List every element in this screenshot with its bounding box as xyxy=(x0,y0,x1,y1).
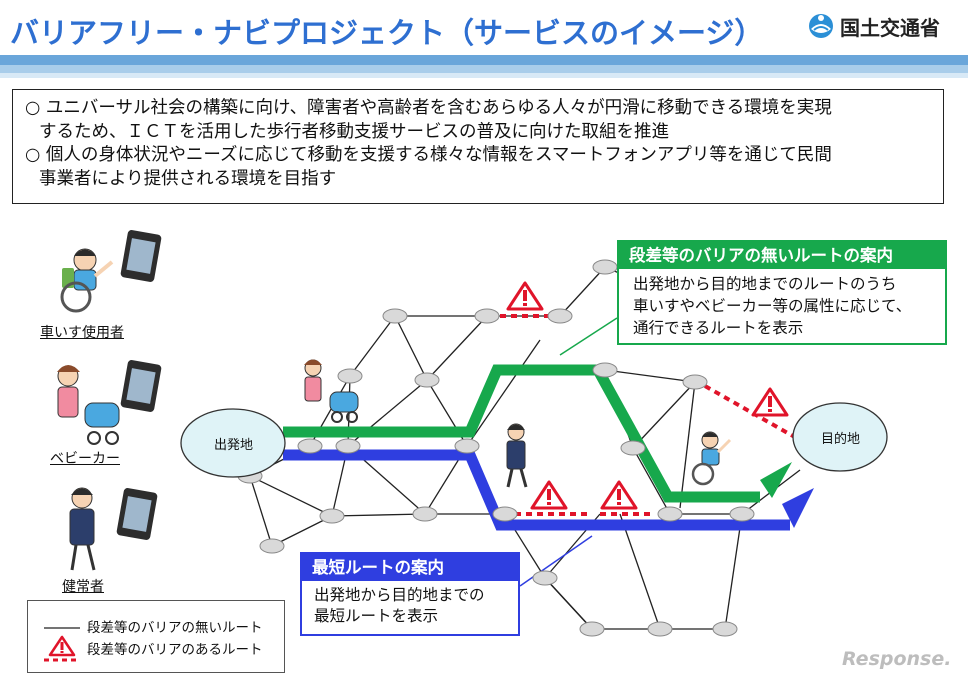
accessible-route-arrow xyxy=(760,462,792,498)
accessible-route-text-1: 出発地から目的地までのルートのうち xyxy=(633,275,897,293)
accessible-route-text-3: 通行できるルートを表示 xyxy=(633,319,804,337)
accessible-route-callout: 段差等のバリアの無いルートの案内 出発地から目的地までのルートのうち 車いすやベ… xyxy=(617,240,947,345)
barrier-edges xyxy=(500,314,801,516)
pedestrian-on-route xyxy=(506,423,528,488)
wheelchair-user-illustration xyxy=(60,248,114,313)
shortest-route-text-1: 出発地から目的地までの xyxy=(314,586,485,604)
warning-icon xyxy=(751,387,789,417)
header-band-2 xyxy=(0,65,968,73)
stroller-user-label: ベビーカー xyxy=(50,451,120,467)
start-node xyxy=(180,408,286,478)
shortest-route-text-2: 最短ルートを表示 xyxy=(314,607,439,625)
accessible-route-callout-title: 段差等のバリアの無いルートの案内 xyxy=(619,242,945,269)
accessible-route-line xyxy=(283,364,760,503)
shortest-route-callout-title: 最短ルートの案内 xyxy=(302,554,518,581)
legend: 段差等のバリアの無いルート 段差等のバリアのあるルート xyxy=(27,600,285,673)
warning-icon xyxy=(600,480,638,510)
logo-text: 国土交通省 xyxy=(840,15,940,40)
header-band xyxy=(0,55,968,65)
legend-barrier-label: 段差等のバリアのあるルート xyxy=(87,642,263,658)
shortest-route-callout: 最短ルートの案内 出発地から目的地までの 最短ルートを表示 xyxy=(300,552,520,636)
watermark: Response. xyxy=(842,648,952,670)
stroller-user-on-route xyxy=(304,359,359,423)
smartphone-icon xyxy=(116,488,158,540)
goal-label: 目的地 xyxy=(821,432,861,447)
smartphone-icon xyxy=(120,230,162,282)
warning-icon xyxy=(530,480,568,510)
intro-line-2: するため、ＩＣＴを活用した歩行者移動支援サービスの普及に向けた取組を推進 xyxy=(39,121,669,142)
intro-line-4: 事業者により提供される環境を目指す xyxy=(39,168,337,189)
stroller-user-illustration xyxy=(57,365,120,445)
goal-node xyxy=(792,402,888,472)
smartphone-icon xyxy=(120,360,162,412)
header-band-3 xyxy=(0,73,968,78)
intro-line-1: ○ ユニバーサル社会の構築に向け、障害者や高齢者を含むあらゆる人々が円滑に移動で… xyxy=(25,98,832,118)
page-title: バリアフリー・ナビプロジェクト（サービスのイメージ） xyxy=(10,16,764,50)
pedestrian-label: 健常者 xyxy=(62,579,104,595)
intro-box: ○ ユニバーサル社会の構築に向け、障害者や高齢者を含むあらゆる人々が円滑に移動で… xyxy=(12,89,944,204)
legend-barrier-icon xyxy=(44,635,80,662)
start-label: 出発地 xyxy=(214,438,254,453)
wheelchair-user-on-route xyxy=(691,431,732,486)
mlit-logo: 国土交通省 xyxy=(808,10,940,42)
mlit-emblem-icon xyxy=(809,14,833,38)
intro-line-3: ○ 個人の身体状況やニーズに応じて移動を支援する様々な情報をスマートフォンアプリ… xyxy=(25,145,832,165)
shortest-route-line xyxy=(283,449,790,531)
network-nodes xyxy=(237,259,755,637)
legend-solid-line-icon xyxy=(44,627,80,629)
shortest-route-arrow xyxy=(782,488,814,528)
accessible-route-text-2: 車いすやベビーカー等の属性に応じて、 xyxy=(633,297,912,315)
warning-icon xyxy=(506,281,544,311)
legend-no-barrier-label: 段差等のバリアの無いルート xyxy=(87,620,263,636)
wheelchair-user-label: 車いす使用者 xyxy=(40,325,124,341)
pedestrian-illustration xyxy=(69,487,96,571)
